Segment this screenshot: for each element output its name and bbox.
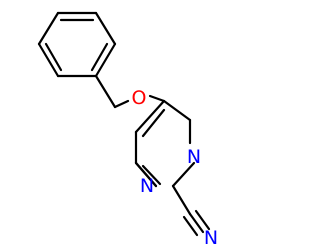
benzyl-linker <box>94 74 166 109</box>
molecule-structure: O N N N <box>37 11 218 249</box>
nitrile-group <box>171 184 211 237</box>
ring-nitrogen-upper-label: N <box>187 146 201 168</box>
pyrimidine-ring <box>134 99 196 188</box>
nitrile-nitrogen-label: N <box>204 227 218 249</box>
ring-nitrogen-lower-label: N <box>140 175 154 197</box>
benzene-ring <box>37 11 117 78</box>
oxygen-atom-label: O <box>132 87 147 109</box>
